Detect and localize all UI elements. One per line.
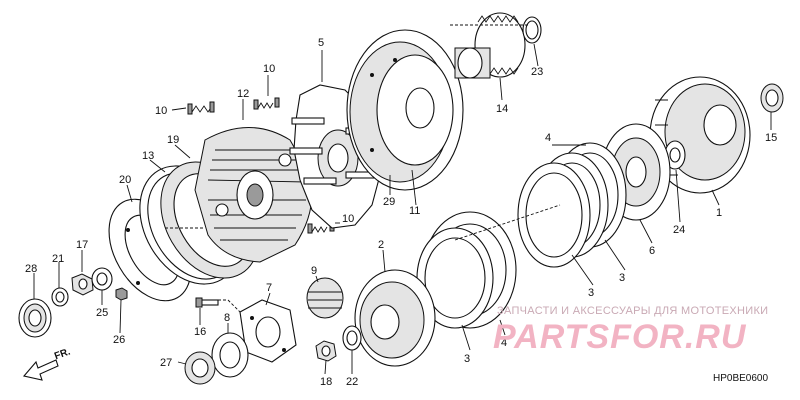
part-14-drive-gear [454, 12, 526, 79]
part-22-washer [51, 287, 69, 307]
part-7-lock-plate [239, 299, 297, 363]
callout-10-bottom: 10 [342, 213, 354, 225]
part-10-spring-left [187, 101, 215, 115]
assembly-guide-lines [165, 24, 561, 313]
callout-4-lower: 4 [501, 337, 507, 349]
part-23-snap-ring [522, 16, 542, 44]
part-2-clutch-center [354, 269, 436, 367]
callout-3-right: 3 [619, 272, 625, 284]
callout-6: 6 [649, 245, 655, 257]
part-16-bolt [195, 297, 219, 308]
front-direction-arrow [22, 359, 59, 381]
callout-19: 19 [167, 134, 179, 146]
callout-18: 18 [320, 376, 332, 388]
callout-10-left: 10 [155, 105, 167, 117]
callout-3-lower: 3 [464, 353, 470, 365]
callout-16: 16 [194, 326, 206, 338]
callout-9: 9 [311, 265, 317, 277]
watermark-logo: PARTSFOR.RU [493, 318, 747, 356]
part-15-bushing [760, 83, 784, 113]
part-9-spring [306, 277, 344, 319]
watermark-tagline: ЗАПЧАСТИ И АКСЕССУАРЫ ДЛЯ МОТОТЕХНИКИ [497, 305, 769, 317]
part-25-washer [91, 267, 113, 291]
callout-15: 15 [765, 132, 777, 144]
callout-leaders [33, 43, 772, 375]
part-26-nut [115, 287, 128, 301]
part-8-washer [211, 332, 249, 378]
callout-26: 26 [113, 334, 125, 346]
callout-21: 22 [346, 376, 358, 388]
callout-25: 25 [96, 307, 108, 319]
diagram-code: HP0BE0600 [713, 373, 769, 384]
callout-28: 28 [25, 263, 37, 275]
callout-14: 14 [496, 103, 508, 115]
callout-10-top: 10 [263, 63, 275, 75]
part-17-nut [71, 273, 94, 296]
callout-8: 8 [224, 312, 230, 324]
callout-1: 1 [716, 207, 722, 219]
callout-23: 23 [531, 66, 543, 78]
part-10-spring-top [253, 97, 280, 110]
part-27-bearing [184, 351, 216, 385]
callout-labels: 5 10 12 10 19 13 20 10 11 29 14 23 15 1 … [25, 37, 777, 388]
part-3-clutch-plate-lower [416, 227, 494, 329]
callout-11: 11 [409, 205, 420, 217]
callout-12: 12 [237, 88, 249, 100]
callout-3-mid: 3 [588, 287, 594, 299]
part-11-clutch-drum [346, 29, 464, 191]
part-28-bearing [18, 298, 52, 338]
callout-2: 2 [378, 239, 384, 251]
part-21-washer [342, 325, 362, 351]
callout-20: 20 [119, 174, 131, 186]
callout-24: 24 [673, 224, 685, 236]
callout-4-upper: 4 [545, 132, 551, 144]
callout-13: 13 [142, 150, 154, 162]
callout-7: 7 [266, 282, 272, 294]
part-3-clutch-plate-mid [517, 162, 591, 268]
callout-5: 5 [318, 37, 324, 49]
part-18-nut [315, 340, 337, 362]
callout-17: 17 [76, 239, 88, 251]
callout-22-label: 21 [52, 253, 64, 265]
callout-29: 29 [383, 196, 395, 208]
callout-27: 27 [160, 357, 172, 369]
part-12-clutch-shoe-assembly [194, 127, 313, 263]
